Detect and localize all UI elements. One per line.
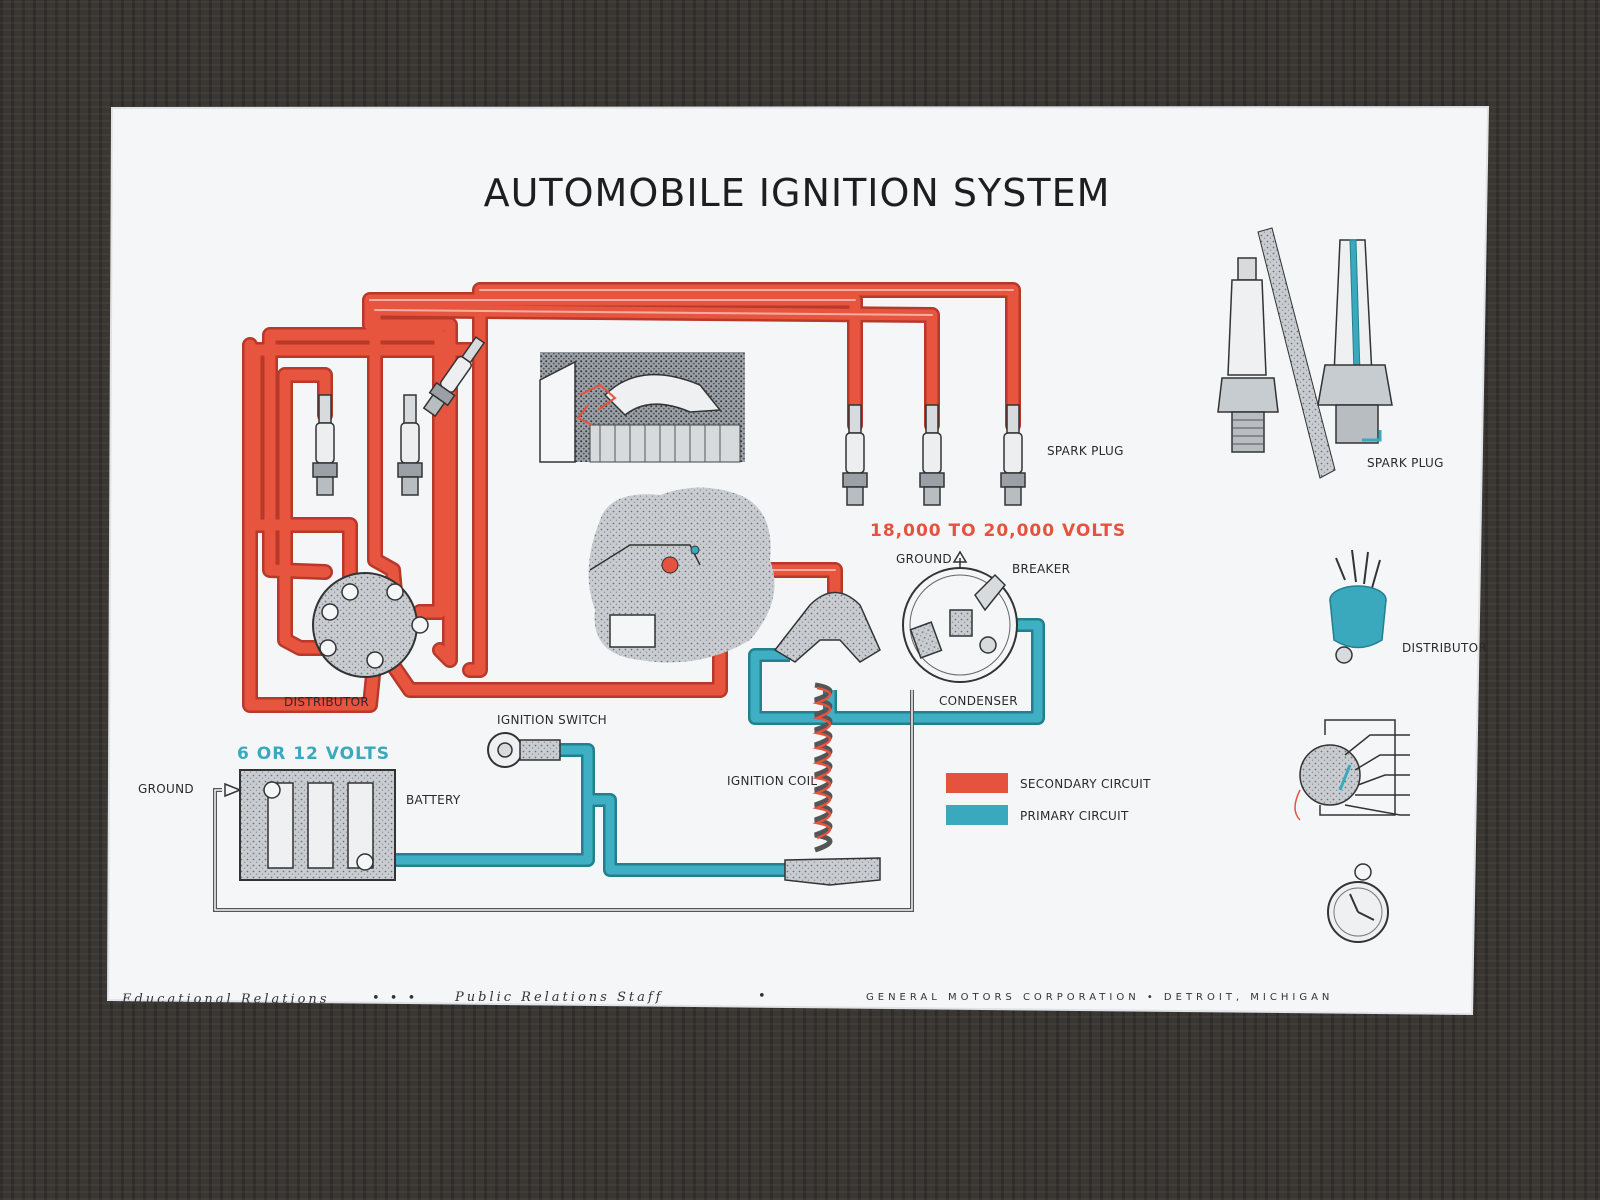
battery xyxy=(224,769,396,881)
side-distributor-label: DISTRIBUTOR xyxy=(1402,641,1487,655)
primary-circuit-wires xyxy=(395,618,1045,877)
legend-label-secondary: SECONDARY CIRCUIT xyxy=(1020,777,1151,791)
ignition-coil xyxy=(773,591,881,886)
ignition-coil-label: IGNITION COIL xyxy=(727,774,817,788)
side-spark-plug-label: SPARK PLUG xyxy=(1367,456,1444,470)
footer-gm-corporation: GENERAL MOTORS CORPORATION • DETROIT, MI… xyxy=(866,992,1333,1003)
poster-title: AUTOMOBILE IGNITION SYSTEM xyxy=(484,171,1111,215)
pocket-watch-illustration xyxy=(1327,863,1389,943)
battery-ground-label: GROUND xyxy=(138,782,194,796)
breaker-assembly xyxy=(902,550,1018,683)
high-voltage-label: 18,000 TO 20,000 VOLTS xyxy=(870,521,1126,541)
condenser-label: CONDENSER xyxy=(939,694,1018,708)
ignition-switch xyxy=(487,732,561,768)
cylinder-cutaway xyxy=(539,352,745,463)
breaker-label: BREAKER xyxy=(1012,562,1070,576)
battery-label: BATTERY xyxy=(406,793,461,807)
angled-spark-plug xyxy=(422,336,486,418)
legend-label-primary: PRIMARY CIRCUIT xyxy=(1020,809,1129,823)
distributor-label: DISTRIBUTOR xyxy=(284,695,369,709)
spark-plug-cutaway-illustration xyxy=(1317,239,1393,444)
footer-separator-dots: • • • xyxy=(372,991,418,1006)
distributor-cap xyxy=(312,572,429,678)
distributor-illustration xyxy=(1329,549,1387,664)
legend-swatch-primary xyxy=(946,805,1008,825)
footer-educational-relations: Educational Relations xyxy=(121,992,329,1007)
spark-plug-row xyxy=(312,394,1026,506)
engine-vignette xyxy=(588,487,775,663)
ignition-switch-label: IGNITION SWITCH xyxy=(497,713,607,727)
low-voltage-label: 6 OR 12 VOLTS xyxy=(237,744,390,764)
wiring-schematic-illustration xyxy=(1294,719,1410,821)
legend-swatch-secondary xyxy=(946,773,1008,793)
spark-plug-exterior-illustration xyxy=(1217,227,1336,479)
breaker-ground-label: GROUND xyxy=(896,552,952,566)
legend: SECONDARY CIRCUIT PRIMARY CIRCUIT xyxy=(946,773,1151,825)
footer-separator-dot: • xyxy=(758,989,769,1004)
footer-public-relations: Public Relations Staff xyxy=(454,990,663,1005)
spark-plug-label: SPARK PLUG xyxy=(1047,444,1124,458)
